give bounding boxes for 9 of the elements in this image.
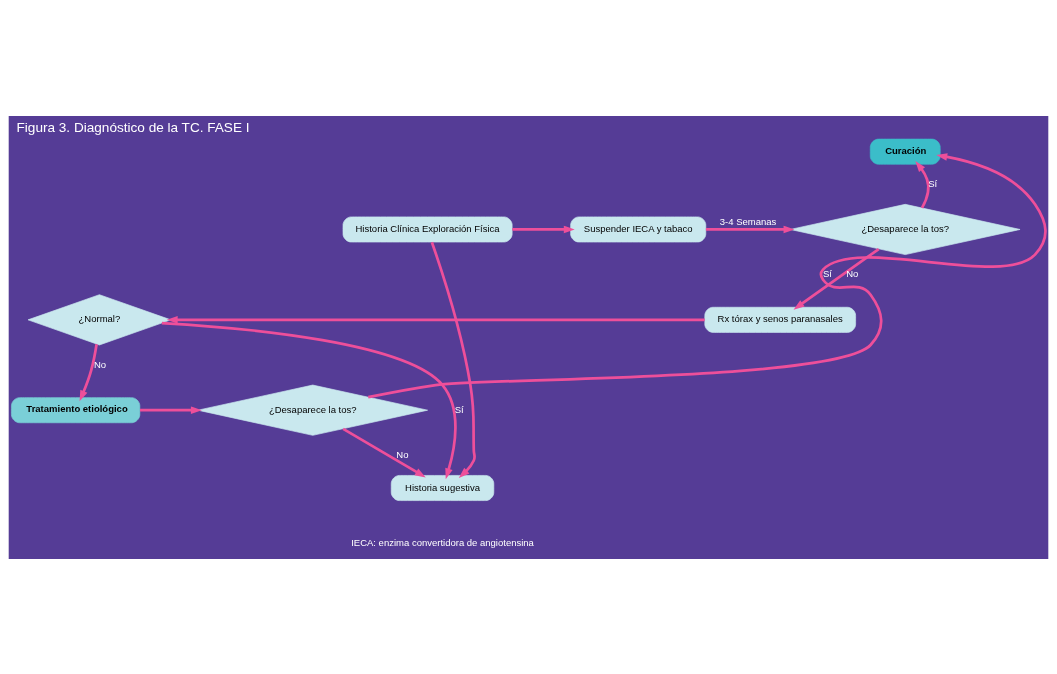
edge-label: No (396, 448, 409, 460)
edge-label: Sí (822, 267, 832, 279)
diagram-title: Figura 3. Diagnóstico de la TC. FASE I (16, 119, 250, 135)
edge-label: 3-4 Semanas (719, 215, 777, 227)
edge-label: Sí (928, 177, 938, 189)
caption: IECA: enzima convertidora de angiotensina (351, 536, 534, 548)
edge-label: Sí (454, 403, 464, 415)
edge-label: No (846, 267, 859, 279)
edge-label: No (94, 358, 107, 370)
